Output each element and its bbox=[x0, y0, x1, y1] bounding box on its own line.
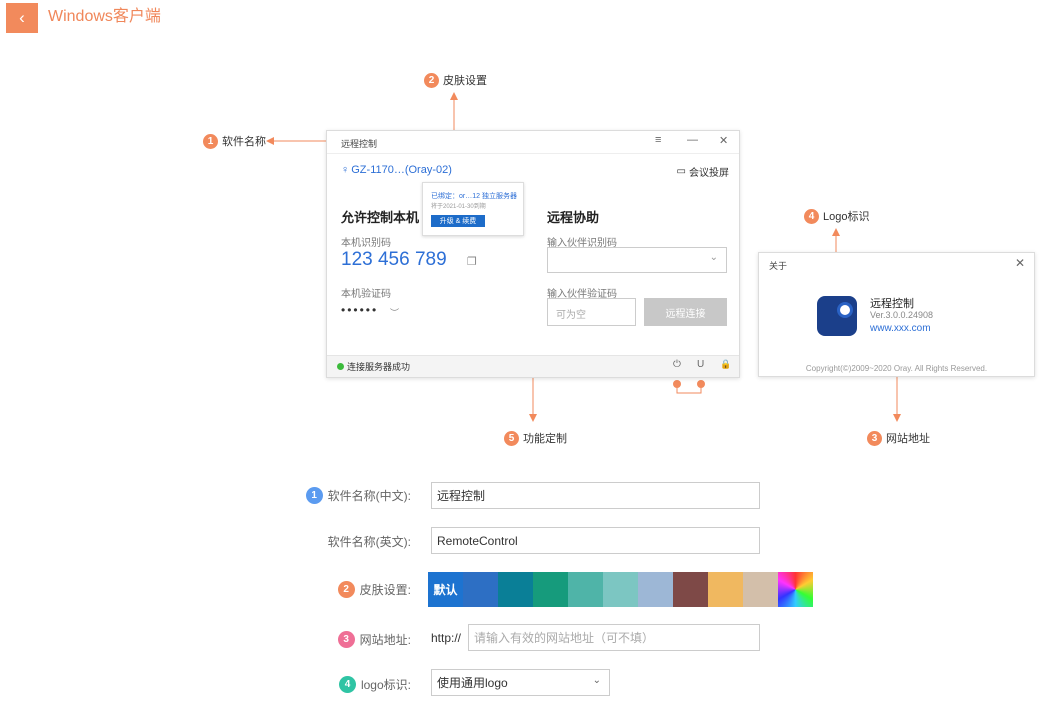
magnet-icon[interactable]: U bbox=[697, 359, 705, 370]
partner-verify-label: 输入伙伴验证码 bbox=[547, 289, 617, 300]
logo-select[interactable]: 使用通用logo⌄ bbox=[431, 669, 610, 696]
local-id-value: 123 456 789 bbox=[341, 249, 447, 270]
eye-icon[interactable]: ︶ bbox=[390, 308, 400, 318]
partner-id-select[interactable]: ⌄ bbox=[547, 247, 727, 273]
skin-swatch[interactable] bbox=[463, 572, 498, 607]
skin-swatch[interactable] bbox=[533, 572, 568, 607]
skin-swatch[interactable] bbox=[708, 572, 743, 607]
chevron-down-icon: ⌄ bbox=[709, 252, 718, 263]
local-verify-label: 本机验证码 bbox=[341, 289, 391, 300]
upgrade-button[interactable]: 升级 & 续费 bbox=[431, 215, 485, 227]
skin-swatch[interactable] bbox=[568, 572, 603, 607]
about-app-name: 远程控制 bbox=[870, 298, 914, 310]
website-input[interactable]: 请输入有效的网站地址（可不填） bbox=[468, 624, 760, 651]
page-title: Windows客户端 bbox=[48, 8, 161, 25]
user-account[interactable]: ♀GZ-1170…(Oray-02) bbox=[341, 164, 452, 176]
back-button[interactable]: ‹ bbox=[6, 3, 38, 33]
status-dot bbox=[337, 363, 344, 370]
lock-icon[interactable]: 🔒 bbox=[720, 359, 732, 369]
partner-verify-input[interactable]: 可为空 bbox=[547, 298, 636, 326]
close-icon[interactable]: ✕ bbox=[1014, 256, 1025, 270]
status-text: 连接服务器成功 bbox=[347, 362, 411, 372]
power-icon[interactable]: ⏻ bbox=[673, 359, 681, 370]
remote-connect-button[interactable]: 远程连接 bbox=[644, 298, 727, 326]
chevron-left-icon: ‹ bbox=[19, 8, 25, 27]
minimize-icon[interactable]: — bbox=[687, 134, 698, 146]
about-version: Ver.3.0.0.24908 bbox=[870, 310, 934, 320]
remote-assist-heading: 远程协助 bbox=[547, 210, 600, 225]
skin-swatch[interactable] bbox=[673, 572, 708, 607]
http-prefix: http:// bbox=[431, 631, 462, 645]
status-bar: 连接服务器成功 ⏻ U 🔒 bbox=[327, 355, 739, 377]
menu-icon[interactable]: ≡ bbox=[655, 134, 662, 146]
about-copyright: Copyright(©)2009~2020 Oray. All Rights R… bbox=[805, 364, 988, 373]
skin-swatch[interactable] bbox=[743, 572, 778, 607]
name-en-input[interactable]: RemoteControl bbox=[431, 527, 760, 554]
skin-swatches: 默认 bbox=[428, 572, 813, 607]
copy-icon[interactable]: ❐ bbox=[467, 256, 477, 268]
expire-info: 将于2021-01-30到期 bbox=[431, 204, 486, 210]
about-dialog-preview: 关于 ✕ 远程控制 Ver.3.0.0.24908 www.xxx.com Co… bbox=[758, 252, 1035, 377]
skin-swatch[interactable] bbox=[498, 572, 533, 607]
client-window-preview: 远程控制 ≡ — ✕ ♀GZ-1170…(Oray-02) ▭会议投屏 允许控制… bbox=[326, 130, 740, 378]
app-logo bbox=[817, 296, 857, 336]
local-id-label: 本机识别码 bbox=[341, 238, 391, 249]
about-title: 关于 bbox=[769, 261, 788, 271]
allow-control-heading: 允许控制本机 bbox=[341, 210, 420, 225]
user-icon: ♀ bbox=[341, 164, 350, 176]
skin-popover: 已绑定：or…12 独立服务器 将于2021-01-30到期 升级 & 续费 bbox=[422, 182, 524, 236]
skin-swatch[interactable] bbox=[603, 572, 638, 607]
verify-code-mask: •••••• bbox=[341, 303, 379, 317]
meeting-screen-button[interactable]: ▭会议投屏 bbox=[676, 166, 729, 179]
skin-swatch-rainbow[interactable] bbox=[778, 572, 813, 607]
close-icon[interactable]: ✕ bbox=[719, 135, 729, 147]
partner-id-label: 输入伙伴识别码 bbox=[547, 238, 617, 249]
name-cn-input[interactable]: 远程控制 bbox=[431, 482, 760, 509]
screen-icon: ▭ bbox=[676, 166, 686, 177]
skin-swatch[interactable] bbox=[638, 572, 673, 607]
name-en-label: 软件名称(英文): bbox=[327, 535, 411, 549]
about-url[interactable]: www.xxx.com bbox=[870, 323, 931, 334]
client-title: 远程控制 bbox=[341, 139, 378, 149]
bind-info: 已绑定：or…12 独立服务器 bbox=[431, 193, 517, 200]
chevron-down-icon: ⌄ bbox=[592, 675, 601, 686]
skin-swatch-default[interactable]: 默认 bbox=[428, 572, 463, 607]
line-function-icons bbox=[676, 384, 702, 394]
